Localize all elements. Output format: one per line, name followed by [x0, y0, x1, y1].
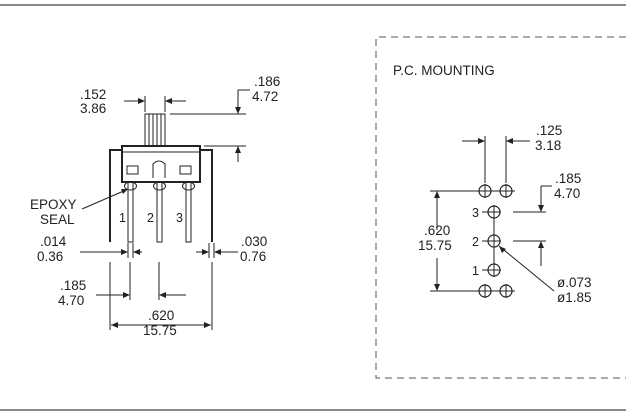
side-pin-number: 3 — [176, 211, 183, 225]
hole-diameter-mm: ø1.85 — [557, 290, 592, 305]
overall-width-inch: .620 — [148, 308, 174, 323]
pin-thickness-inch: .014 — [40, 234, 67, 249]
side-pin-number: 2 — [147, 211, 154, 225]
overall-width-dimension: .620 15.75 — [109, 262, 213, 338]
pc-pin-number: 2 — [472, 235, 479, 249]
overall-span-dimension: .620 15.75 — [418, 190, 476, 292]
epoxy-seal-callout: EPOXY SEAL — [30, 189, 128, 227]
actuator-height-inch: .186 — [254, 74, 280, 89]
left-frame-leg — [109, 149, 122, 242]
pin-width-inch: .030 — [241, 234, 267, 249]
row-spacing-dimension: .185 4.70 — [513, 171, 581, 266]
mounting-holes — [476, 184, 515, 298]
pin-spacing-dimension: .185 4.70 — [58, 262, 186, 308]
pin-spacing-inch: .185 — [60, 278, 86, 293]
pc-mounting-dashed-frame — [375, 36, 626, 379]
side-view: 1 2 3 .152 3.86 .186 4.72 EP — [30, 74, 280, 338]
hole-pitch-mm: 3.18 — [535, 138, 561, 153]
actuator-width-inch: .152 — [80, 87, 106, 102]
row-spacing-mm: 4.70 — [554, 186, 580, 201]
overall-span-inch: .620 — [424, 223, 450, 238]
pc-pin-number: 3 — [472, 206, 479, 220]
hole-pitch-inch: .125 — [536, 123, 562, 138]
actuator-height-mm: 4.72 — [252, 89, 278, 104]
switch-body — [121, 145, 201, 183]
pc-mounting-view: P.C. MOUNTING 3 2 1 — [375, 36, 626, 379]
hole-diameter-callout: ø.073 ø1.85 — [498, 245, 592, 305]
epoxy-seal-label-line1: EPOXY — [30, 197, 77, 212]
pin-width-dimension: .030 0.76 — [196, 234, 267, 264]
pins — [124, 181, 195, 243]
side-pin-number: 1 — [119, 211, 126, 225]
overall-span-mm: 15.75 — [418, 238, 452, 253]
pin-thickness-mm: 0.36 — [37, 249, 63, 264]
actuator-width-dimension: .152 3.86 — [80, 87, 186, 116]
pin-width-mm: 0.76 — [240, 249, 266, 264]
pin-thickness-dimension: .014 0.36 — [37, 234, 142, 264]
epoxy-seal-label-line2: SEAL — [40, 212, 75, 227]
pc-mounting-title: P.C. MOUNTING — [393, 63, 495, 78]
hole-diameter-inch: ø.073 — [557, 275, 592, 290]
pc-pin-number: 1 — [472, 264, 479, 278]
actuator-width-mm: 3.86 — [80, 101, 106, 116]
right-frame-leg — [200, 149, 213, 242]
pin-spacing-mm: 4.70 — [58, 293, 84, 308]
row-spacing-inch: .185 — [555, 171, 581, 186]
actuator-height-dimension: .186 4.72 — [170, 74, 280, 162]
hole-pitch-dimension: .125 3.18 — [462, 123, 562, 183]
actuator — [144, 113, 166, 147]
overall-width-mm: 15.75 — [143, 323, 177, 338]
